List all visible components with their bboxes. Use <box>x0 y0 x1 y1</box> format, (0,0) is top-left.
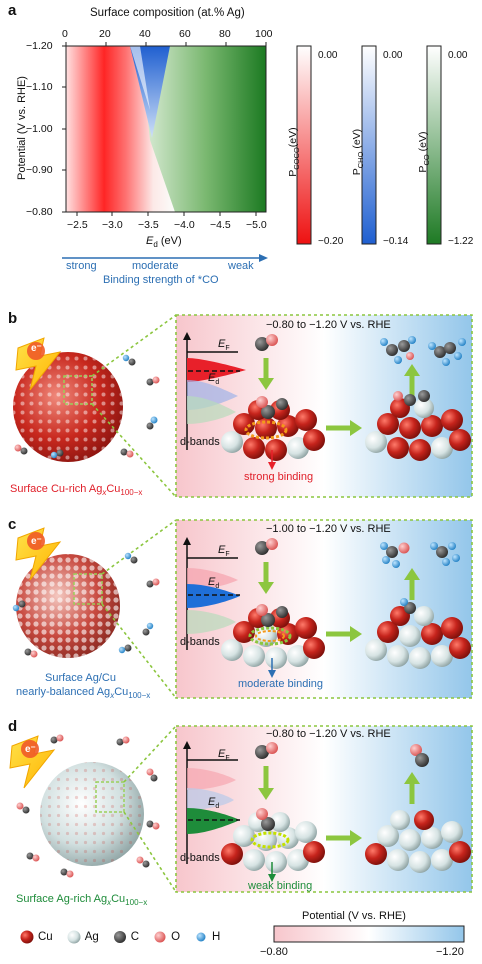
panel-c-caption-1: Surface Ag/Cu <box>45 672 116 684</box>
legend-c: C <box>113 930 139 944</box>
panel-d-letter: d <box>8 718 18 735</box>
panel-b-letter: b <box>8 310 18 327</box>
y-tick-3: −1.00 <box>26 123 53 135</box>
strength-weak: weak <box>228 260 254 272</box>
potential-min: −0.80 <box>260 946 288 958</box>
ag-atom-icon <box>67 930 81 944</box>
panel-b-ef: EF <box>218 338 230 353</box>
x-tick-3: −3.5 <box>138 219 159 231</box>
x-axis-title: Ed (eV) <box>146 235 182 250</box>
y-axis-title: Potential (V vs. RHE) <box>16 76 28 180</box>
cb2-title: PCHO (eV) <box>350 128 366 176</box>
panel-c-dbands: d-bands <box>180 636 220 648</box>
potential-legend-title: Potential (V vs. RHE) <box>302 910 406 922</box>
panel-c-letter: c <box>8 516 17 533</box>
panel-c-electron: e⁻ <box>31 536 42 547</box>
legend-o: O <box>153 930 180 944</box>
panel-d-ed: Ed <box>208 796 220 811</box>
panel-b-potential: −0.80 to −1.20 V vs. RHE <box>266 319 391 331</box>
panel-c-binding: moderate binding <box>238 678 324 690</box>
cb3-title: PCO (eV) <box>416 131 432 173</box>
cb3-top: 0.00 <box>448 50 468 61</box>
cb2-bottom: −0.14 <box>383 236 409 247</box>
heatmap-chart <box>62 42 442 262</box>
panel-b-electron: e⁻ <box>31 343 42 354</box>
panel-b-binding: strong binding <box>244 471 314 483</box>
y-tick-5: −0.80 <box>26 206 53 218</box>
potential-max: −1.20 <box>436 946 464 958</box>
legend-cu: Cu <box>20 930 53 944</box>
cb1-top: 0.00 <box>318 50 338 61</box>
x-tick-4: −4.0 <box>174 219 195 231</box>
cb3-bottom: −1.22 <box>448 236 474 247</box>
top-tick-0: 0 <box>62 28 68 40</box>
panel-b-figure <box>13 314 473 498</box>
cb2-top: 0.00 <box>383 50 403 61</box>
panel-c-ed: Ed <box>208 576 220 591</box>
legend-h: H <box>194 930 220 944</box>
panel-b-dbands: d-bands <box>180 436 220 448</box>
potential-colorbar <box>273 925 465 943</box>
top-tick-60: 60 <box>179 28 191 40</box>
panel-a-letter: a <box>8 2 17 19</box>
x-tick-1: −2.5 <box>67 219 88 231</box>
panel-d-caption: Surface Ag-rich AgxCu100−x <box>16 893 148 908</box>
panel-d-binding: weak binding <box>248 880 313 892</box>
x-tick-6: −5.0 <box>246 219 267 231</box>
panel-c-potential: −1.00 to −1.20 V vs. RHE <box>266 523 391 535</box>
y-tick-4: −0.90 <box>26 164 53 176</box>
y-tick-1: −1.20 <box>26 40 53 52</box>
h-atom-icon <box>196 932 206 942</box>
panel-c-ef: EF <box>218 544 230 559</box>
cu-atom-icon <box>20 930 34 944</box>
cb1-bottom: −0.20 <box>318 236 344 247</box>
x-tick-5: −4.5 <box>210 219 231 231</box>
top-tick-100: 100 <box>255 28 273 40</box>
panel-d-dbands: d-bands <box>180 852 220 864</box>
panel-d-electron: e⁻ <box>25 744 36 755</box>
strength-title: Binding strength of *CO <box>103 274 219 286</box>
panel-d-figure <box>9 725 473 893</box>
legend-ag: Ag <box>67 930 99 944</box>
panel-d-ef: EF <box>218 748 230 763</box>
top-tick-20: 20 <box>99 28 111 40</box>
top-tick-80: 80 <box>219 28 231 40</box>
c-atom-icon <box>113 931 126 943</box>
top-axis-title: Surface composition (at.% Ag) <box>90 7 245 19</box>
panel-b-ed: Ed <box>208 372 220 387</box>
y-tick-2: −1.10 <box>26 81 53 93</box>
cb1-title: PCOCO(eV) <box>286 127 302 177</box>
panel-c-caption-2: nearly-balanced AgxCu100−x <box>16 686 151 701</box>
panel-d-potential: −0.80 to −1.20 V vs. RHE <box>266 728 391 740</box>
panel-b-caption: Surface Cu-rich AgxCu100−x <box>10 483 143 498</box>
strength-strong: strong <box>66 260 97 272</box>
panel-c-figure <box>12 519 473 699</box>
atom-legend: Cu Ag C O H <box>20 930 220 944</box>
x-tick-2: −3.0 <box>102 219 123 231</box>
strength-moderate: moderate <box>132 260 179 272</box>
o-atom-icon <box>154 931 166 943</box>
top-tick-40: 40 <box>139 28 151 40</box>
